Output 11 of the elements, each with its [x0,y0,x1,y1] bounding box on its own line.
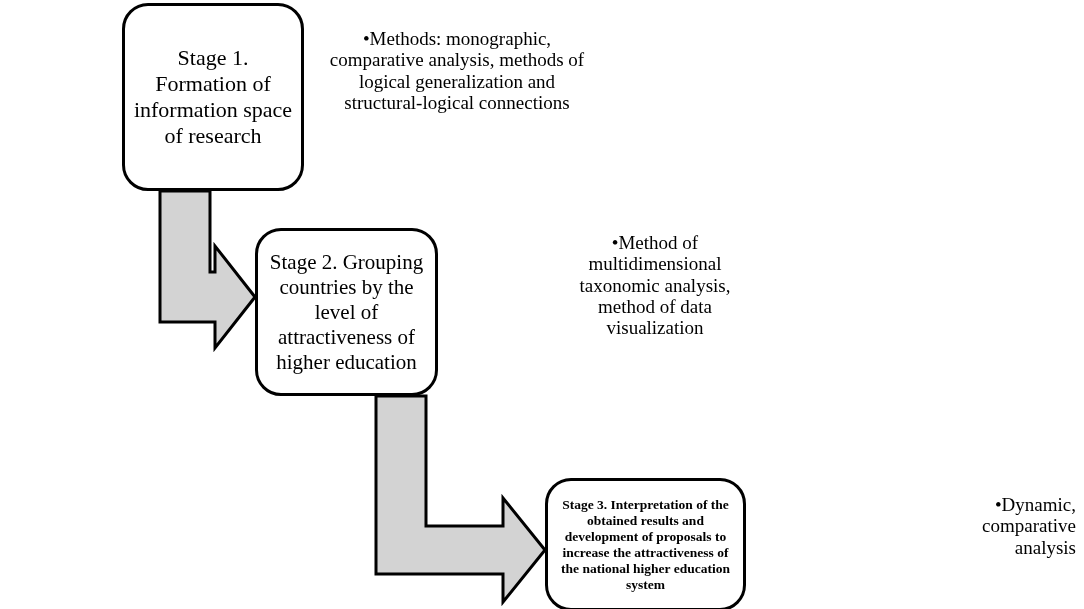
method-note: •Method of multidimensional taxonomic analysis, method of data visualization [578,232,732,339]
method-note: •Methods: monographic, comparative analysis, methods of logical generalization and structural-logical connections [328,28,586,114]
block-arrow [374,394,547,607]
stage-title: Stage 2. Grouping countries by the level of attractiveness of higher education [268,249,425,375]
stage-box [255,228,438,396]
block-arrow [158,189,257,353]
stage-box [122,3,304,191]
stage-title: Stage 3. Interpretation of the obtained results and development of proposals to increase the attractiveness of the national higher education system [560,496,731,593]
method-note: •Dynamic, comparative analysis [981,494,1076,558]
stage-title: Stage 1. Formation of information space of research [132,45,294,149]
stage-box [545,478,746,609]
